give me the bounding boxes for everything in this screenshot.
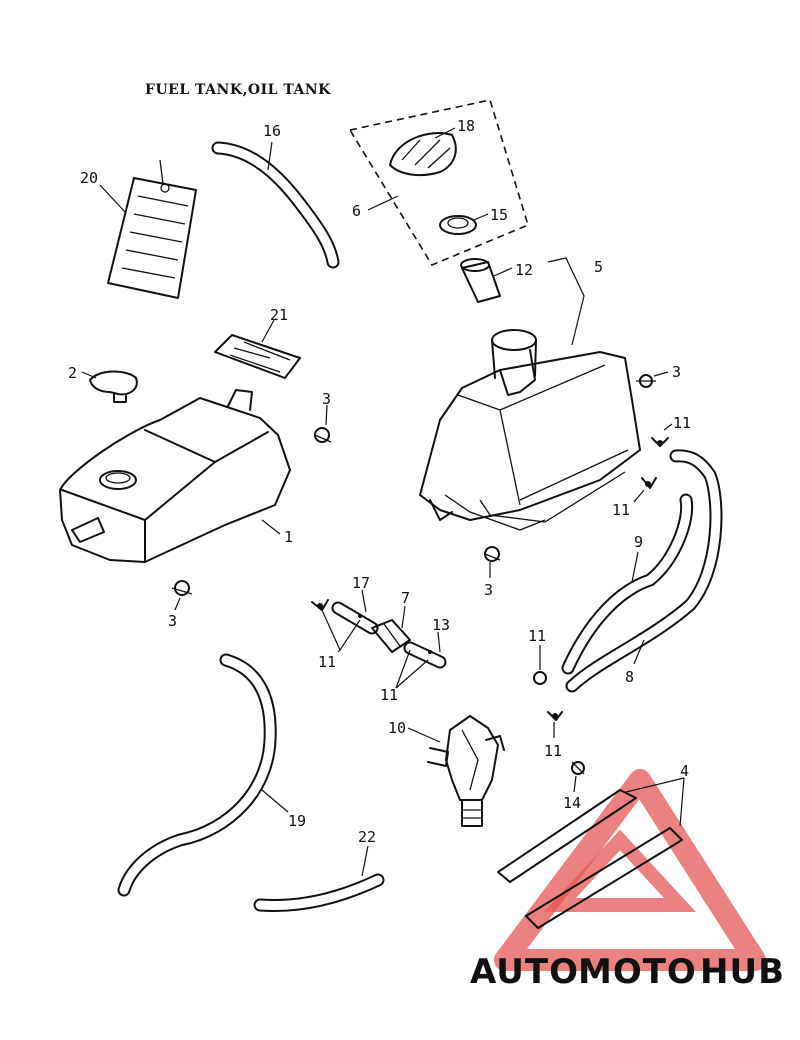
callout-3b: 3 bbox=[322, 390, 331, 408]
part-19-hose bbox=[117, 653, 277, 897]
callout-17: 17 bbox=[352, 574, 370, 592]
part-11-clamp-a bbox=[651, 437, 669, 447]
callout-11d: 11 bbox=[380, 686, 398, 704]
callout-21: 21 bbox=[270, 306, 288, 324]
callout-11b: 11 bbox=[612, 501, 630, 519]
part-8-hose bbox=[565, 449, 723, 693]
part-16-hose bbox=[211, 141, 340, 269]
callout-19: 19 bbox=[288, 812, 306, 830]
part-11-clamp-e bbox=[547, 711, 563, 721]
callout-18: 18 bbox=[457, 117, 475, 135]
callout-16: 16 bbox=[263, 122, 281, 140]
part-1-fuel-tank bbox=[59, 389, 291, 563]
watermark-text: AUTO MOTO HUB bbox=[470, 952, 785, 992]
part-11-clamp-d bbox=[533, 671, 547, 685]
callout-10: 10 bbox=[388, 719, 406, 737]
part-11-clamp-c bbox=[311, 599, 329, 611]
callout-7: 7 bbox=[401, 589, 410, 607]
callout-4: 4 bbox=[680, 762, 689, 780]
part-14-screw bbox=[571, 761, 585, 775]
callout-11e: 11 bbox=[528, 627, 546, 645]
part-12-filter bbox=[460, 258, 501, 303]
watermark-logo bbox=[494, 769, 766, 971]
part-6-group-outline bbox=[348, 99, 529, 267]
callout-11a: 11 bbox=[673, 414, 691, 432]
part-2-cap bbox=[89, 370, 138, 403]
part-3-bolt-d bbox=[171, 580, 193, 596]
callout-6: 6 bbox=[352, 202, 361, 220]
callout-22: 22 bbox=[358, 828, 376, 846]
diagram-title: FUEL TANK,OIL TANK bbox=[145, 82, 331, 98]
part-11-clamp-b bbox=[641, 477, 657, 489]
part-22-hose bbox=[253, 873, 385, 912]
callout-12: 12 bbox=[515, 261, 533, 279]
callout-5: 5 bbox=[594, 258, 603, 276]
callout-3a: 3 bbox=[672, 363, 681, 381]
callout-2: 2 bbox=[68, 364, 77, 382]
callout-11f: 11 bbox=[544, 742, 562, 760]
callout-15: 15 bbox=[490, 206, 508, 224]
part-21-label bbox=[214, 334, 301, 379]
callout-9: 9 bbox=[634, 533, 643, 551]
part-4-strip-a bbox=[497, 789, 637, 883]
part-20-tag bbox=[107, 159, 197, 299]
part-4-strip-b bbox=[525, 827, 683, 929]
part-5-oil-tank bbox=[419, 329, 641, 531]
callout-1: 1 bbox=[284, 528, 293, 546]
callout-20: 20 bbox=[80, 169, 98, 187]
part-15-gasket bbox=[439, 215, 477, 235]
callout-3c: 3 bbox=[484, 581, 493, 599]
watermark-auto: AUTO bbox=[470, 952, 579, 992]
part-3-bolt-c bbox=[484, 546, 501, 562]
part-13-hose-short bbox=[403, 641, 447, 669]
part-17-hose-short bbox=[331, 601, 379, 635]
part-18-cap bbox=[389, 132, 457, 177]
watermark-hub: HUB bbox=[700, 952, 785, 992]
part-10-fuel-valve bbox=[427, 715, 505, 827]
part-3-bolt-b bbox=[314, 427, 332, 443]
callout-8: 8 bbox=[625, 668, 634, 686]
part-7-fuel-filter bbox=[371, 619, 411, 653]
part-9-hose bbox=[561, 493, 694, 675]
callout-3d: 3 bbox=[168, 612, 177, 630]
watermark-moto: MOTO bbox=[578, 952, 697, 992]
part-3-bolt-a bbox=[636, 374, 656, 388]
callout-11c: 11 bbox=[318, 653, 336, 671]
callout-13: 13 bbox=[432, 616, 450, 634]
callout-14: 14 bbox=[563, 794, 581, 812]
